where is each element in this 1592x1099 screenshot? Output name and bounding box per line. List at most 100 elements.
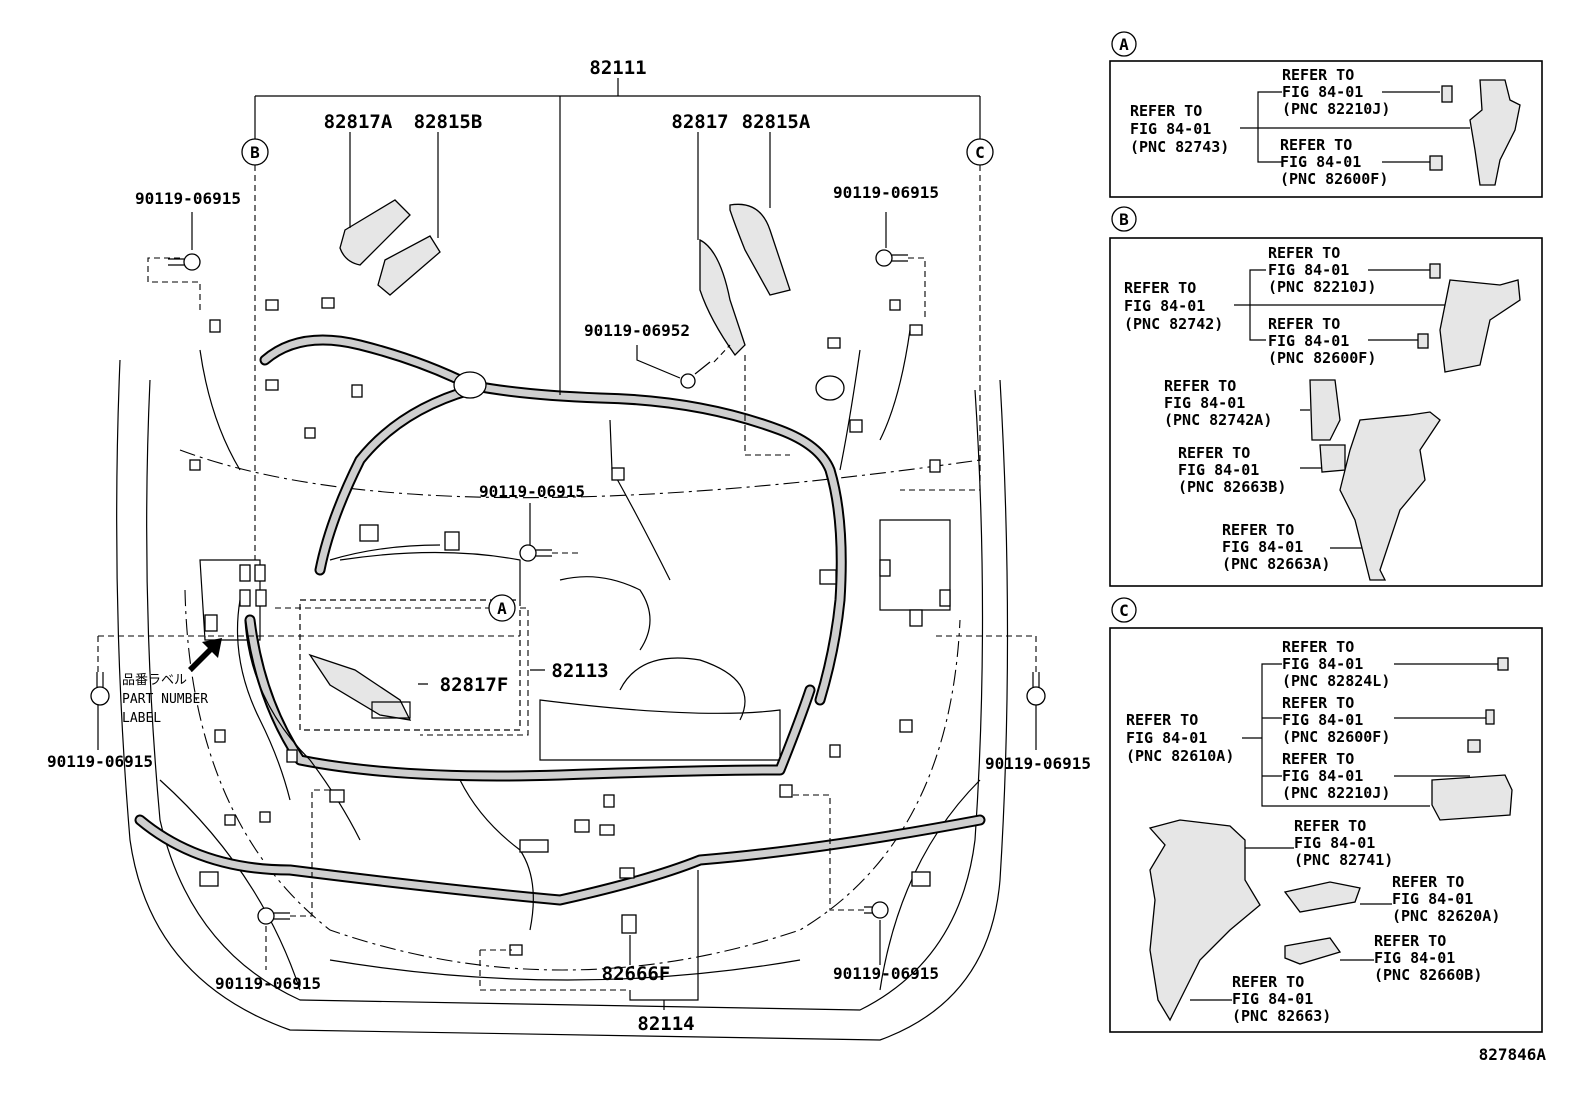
inset-a-main-fig: FIG 84-01 (1130, 120, 1211, 138)
inset-c-ref4-fig: FIG 84-01 (1294, 834, 1375, 852)
inset-c-ref5-pnc: (PNC 82620A) (1392, 907, 1500, 925)
inset-b-ref2: REFER TO (1268, 315, 1340, 333)
inset-b-ref5: REFER TO (1222, 521, 1294, 539)
inset-c-ref1-fig: FIG 84-01 (1282, 655, 1363, 673)
arrow-icon (188, 638, 222, 672)
inset-b-main-pnc: (PNC 82742) (1124, 315, 1223, 333)
leader-lines (97, 78, 1037, 1010)
label-bolt-right: 90119-06915 (985, 754, 1091, 773)
inset-a-ref2: REFER TO (1280, 136, 1352, 154)
label-label: LABEL (122, 711, 161, 726)
label-bolt-top-left: 90119-06915 (135, 189, 241, 208)
callout-c: C (975, 143, 985, 162)
inset-b-ref3-fig: FIG 84-01 (1164, 394, 1245, 412)
inset-c-ref6: REFER TO (1374, 932, 1446, 950)
inset-a: A REFER TO FIG 84-01 (PNC 82743) REFER T… (1109, 31, 1543, 198)
label-bolt-center: 90119-06952 (584, 321, 690, 340)
label-82666f: 82666F (602, 963, 671, 985)
bolt-icon (168, 253, 201, 271)
label-jp: 品番ラベル (122, 673, 187, 688)
callout-b: B (250, 143, 260, 162)
inset-b-ref2-fig: FIG 84-01 (1268, 332, 1349, 350)
inset-b-ref1-pnc: (PNC 82210J) (1268, 278, 1376, 296)
inset-a-ref1-fig: FIG 84-01 (1282, 83, 1363, 101)
bolt-icon (1026, 672, 1046, 706)
callout-circles (241, 138, 994, 622)
inset-c-ref4: REFER TO (1294, 817, 1366, 835)
inset-b-ref1: REFER TO (1268, 244, 1340, 262)
bolts (90, 249, 1046, 925)
bolt-icon (257, 907, 290, 925)
inset-c-ref7: REFER TO (1232, 973, 1304, 991)
engine-room-wire-harness (134, 329, 986, 931)
inset-b-ref3: REFER TO (1164, 377, 1236, 395)
inset-c-ref2-fig: FIG 84-01 (1282, 711, 1363, 729)
label-82817: 82817 (671, 111, 728, 133)
bolt-icon (864, 901, 889, 919)
inset-c-ref1: REFER TO (1282, 638, 1354, 656)
inset-c-main-fig: FIG 84-01 (1126, 729, 1207, 747)
inset-a-ref2-fig: FIG 84-01 (1280, 153, 1361, 171)
inset-b-ref4-fig: FIG 84-01 (1178, 461, 1259, 479)
bolt-icon (90, 672, 110, 706)
figure-code: 827846A (1479, 1045, 1547, 1064)
inset-b-ref3-pnc: (PNC 82742A) (1164, 411, 1272, 429)
inset-b-letter: B (1119, 210, 1129, 229)
inset-a-letter: A (1119, 35, 1129, 54)
inset-c-letter: C (1119, 601, 1129, 620)
inset-c-ref3: REFER TO (1282, 750, 1354, 768)
inset-c-ref1-pnc: (PNC 82824L) (1282, 672, 1390, 690)
inset-b-ref2-pnc: (PNC 82600F) (1268, 349, 1376, 367)
label-82817a: 82817A (324, 111, 393, 133)
label-part-number: PART NUMBER (122, 692, 208, 707)
inset-b-ref4: REFER TO (1178, 444, 1250, 462)
main-part-labels: 82111 82817A 82815B 82817 82815A 90119-0… (47, 57, 1091, 1035)
inset-c-ref5: REFER TO (1392, 873, 1464, 891)
label-82114: 82114 (637, 1013, 694, 1035)
inset-b-ref4-pnc: (PNC 82663B) (1178, 478, 1286, 496)
inset-b-ref5-fig: FIG 84-01 (1222, 538, 1303, 556)
inset-b-ref1-fig: FIG 84-01 (1268, 261, 1349, 279)
label-bolt-left: 90119-06915 (47, 752, 153, 771)
inset-c-main-pnc: (PNC 82610A) (1126, 747, 1234, 765)
harness-connectors (189, 297, 951, 956)
label-82815b: 82815B (414, 111, 483, 133)
label-bolt-top-right: 90119-06915 (833, 183, 939, 202)
grommets (453, 371, 845, 401)
inset-c-ref2: REFER TO (1282, 694, 1354, 712)
inset-c-ref2-pnc: (PNC 82600F) (1282, 728, 1390, 746)
callout-a: A (497, 599, 507, 618)
inset-a-main-ref: REFER TO (1130, 102, 1202, 120)
inset-a-ref2-pnc: (PNC 82600F) (1280, 170, 1388, 188)
vehicle-body-outline (116, 359, 1009, 1041)
inset-b-main-fig: FIG 84-01 (1124, 297, 1205, 315)
inset-a-ref1: REFER TO (1282, 66, 1354, 84)
inset-c-ref7-pnc: (PNC 82663) (1232, 1007, 1331, 1025)
harness-protectors (308, 199, 791, 721)
inset-c-ref4-pnc: (PNC 82741) (1294, 851, 1393, 869)
inset-c-ref6-fig: FIG 84-01 (1374, 949, 1455, 967)
inset-c: C REFER TO FIG 84-01 (PNC 82610A) REFER … (1109, 597, 1543, 1033)
inset-c-ref5-fig: FIG 84-01 (1392, 890, 1473, 908)
bolt-icon (875, 249, 908, 267)
label-bolt-mid: 90119-06915 (479, 482, 585, 501)
bolt-icon (680, 361, 711, 389)
inset-c-ref3-fig: FIG 84-01 (1282, 767, 1363, 785)
inset-b-ref5-pnc: (PNC 82663A) (1222, 555, 1330, 573)
inset-c-ref6-pnc: (PNC 82660B) (1374, 966, 1482, 984)
label-bolt-bottom-left: 90119-06915 (215, 974, 321, 993)
label-82815a: 82815A (742, 111, 811, 133)
bolt-icon (519, 544, 552, 562)
inset-a-main-pnc: (PNC 82743) (1130, 138, 1229, 156)
inset-c-ref3-pnc: (PNC 82210J) (1282, 784, 1390, 802)
part-number-label: 品番ラベル PART NUMBER LABEL (122, 673, 208, 726)
inset-a-ref1-pnc: (PNC 82210J) (1282, 100, 1390, 118)
label-bolt-bottom-right: 90119-06915 (833, 964, 939, 983)
label-82111: 82111 (589, 57, 646, 79)
inset-c-ref7-fig: FIG 84-01 (1232, 990, 1313, 1008)
label-82817f: 82817F (440, 674, 509, 696)
inset-b-main-ref: REFER TO (1124, 279, 1196, 297)
inset-b: B REFER TO FIG 84-01 (PNC 82742) REFER T… (1109, 206, 1543, 587)
inset-c-main-ref: REFER TO (1126, 711, 1198, 729)
